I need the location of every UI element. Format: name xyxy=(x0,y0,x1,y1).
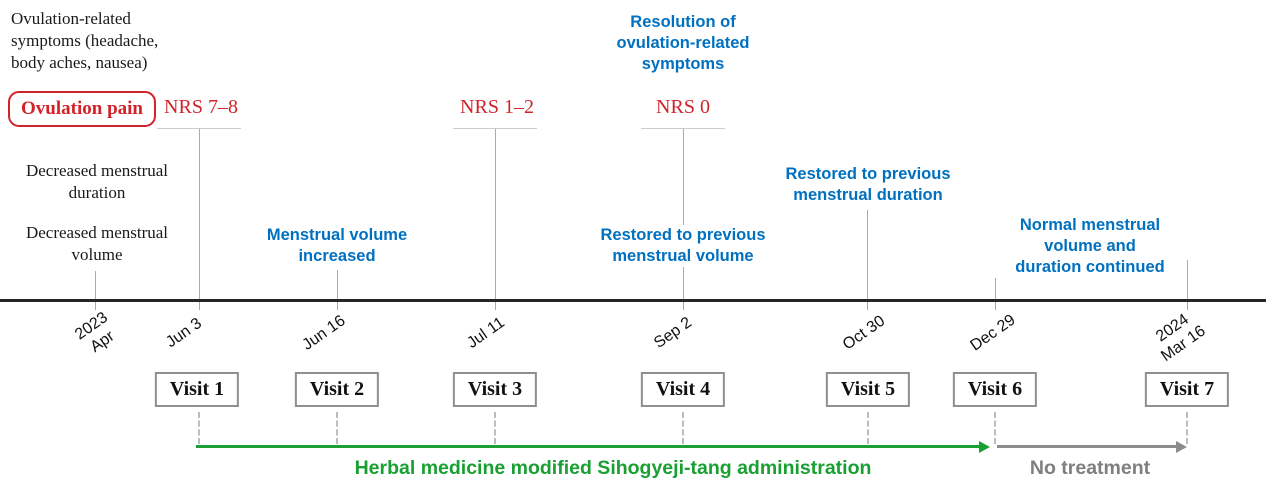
connector-jul11 xyxy=(495,129,496,310)
outcome-restored-duration-label: Restored to previous menstrual duration xyxy=(781,164,955,206)
leader-visit-5 xyxy=(867,412,869,444)
visit-1-box: Visit 1 xyxy=(154,372,240,407)
no-treatment-arrow-head-icon xyxy=(1176,440,1187,453)
herbal-arrow-head-icon xyxy=(979,440,990,453)
nrs-underline-visit3 xyxy=(453,128,537,129)
visit-7-box: Visit 7 xyxy=(1144,372,1230,407)
date-apr-2023: 2023 Apr xyxy=(72,309,118,356)
ovulation-pain-box: Ovulation pain xyxy=(8,91,156,127)
connector-jun3 xyxy=(199,129,200,310)
visit-5-box: Visit 5 xyxy=(825,372,911,407)
timeline-axis xyxy=(0,299,1266,302)
leader-visit-7 xyxy=(1186,412,1188,444)
date-jul-11: Jul 11 xyxy=(464,314,508,352)
date-mar-16-2024: 2024 Mar 16 xyxy=(1153,311,1209,366)
date-oct-30: Oct 30 xyxy=(839,312,889,354)
connector-sep2 xyxy=(683,129,684,310)
leader-visit-6 xyxy=(994,412,996,444)
visit-4-box: Visit 4 xyxy=(640,372,726,407)
visit-6-box: Visit 6 xyxy=(952,372,1038,407)
connector-oct30 xyxy=(867,210,868,310)
date-jun-16: Jun 16 xyxy=(299,312,349,354)
connector-mar16 xyxy=(1187,260,1188,310)
herbal-treatment-label: Herbal medicine modified Sihogyeji-tang … xyxy=(354,457,872,479)
leader-visit-1 xyxy=(198,412,200,444)
leader-visit-2 xyxy=(336,412,338,444)
date-jun-3: Jun 3 xyxy=(163,314,205,352)
outcome-volume-increased-label: Menstrual volume increased xyxy=(262,225,412,267)
decreased-duration-note: Decreased menstrual duration xyxy=(25,161,169,202)
nrs-underline-visit4 xyxy=(641,128,725,129)
outcome-resolution-label: Resolution of ovulation-related symptoms xyxy=(612,12,754,75)
outcome-restored-volume-label: Restored to previous menstrual volume xyxy=(596,225,770,267)
leader-visit-3 xyxy=(494,412,496,444)
connector-dec29 xyxy=(995,260,996,310)
connector-apr xyxy=(95,271,96,310)
nrs-score-visit1: NRS 7–8 xyxy=(161,96,241,119)
date-dec-29: Dec 29 xyxy=(967,311,1019,355)
ovulation-pain-label: Ovulation pain xyxy=(21,98,143,119)
date-sep-2: Sep 2 xyxy=(650,314,696,352)
nrs-score-visit3: NRS 1–2 xyxy=(457,96,537,119)
no-treatment-arrow-shaft xyxy=(997,445,1177,448)
nrs-score-visit4: NRS 0 xyxy=(653,96,713,119)
leader-visit-4 xyxy=(682,412,684,444)
connector-jun16 xyxy=(337,270,338,310)
decreased-volume-note: Decreased menstrual volume xyxy=(25,223,169,264)
herbal-arrow-shaft xyxy=(196,445,980,448)
visit-2-box: Visit 2 xyxy=(294,372,380,407)
nrs-underline-visit1 xyxy=(157,128,241,129)
visit-3-box: Visit 3 xyxy=(452,372,538,407)
ovulation-symptoms-note: Ovulation-related symptoms (headache, bo… xyxy=(11,9,159,72)
outcome-normal-continued-label: Normal menstrual volume and duration con… xyxy=(995,215,1185,278)
no-treatment-label: No treatment xyxy=(1029,457,1151,479)
